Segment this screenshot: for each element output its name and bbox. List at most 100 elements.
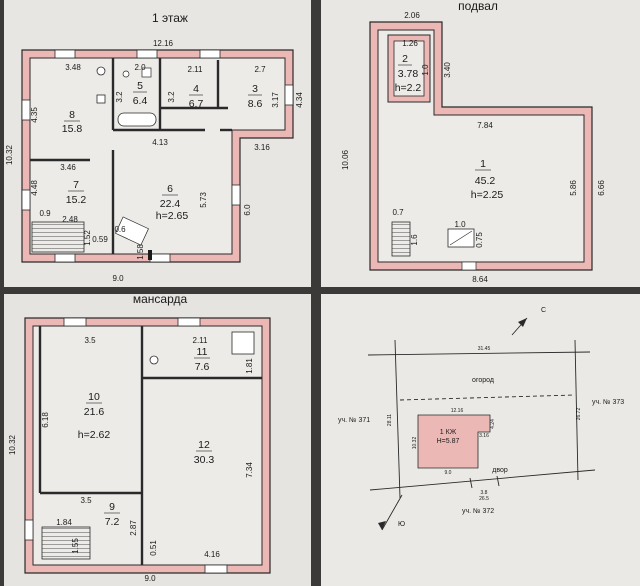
dim-b-784: 7.84 [477, 121, 493, 130]
paper-siteplan [321, 294, 640, 586]
site-plot-371: уч. № 371 [338, 417, 370, 424]
site-north-label: С [541, 307, 546, 314]
dim-f1-27: 2.7 [254, 65, 266, 74]
site-dim-house-l: 10.32 [412, 437, 418, 450]
room-12-num: 12 [198, 439, 210, 451]
site-dim-left: 28.11 [387, 414, 393, 426]
room-4-num: 4 [193, 83, 199, 95]
dim-a-734: 7.34 [245, 462, 254, 478]
dim-b-10b: 1.0 [454, 220, 466, 229]
room-9-area: 7.2 [105, 516, 120, 528]
site-dim-house-s: 3.16 [479, 433, 489, 439]
washbasin-icon [141, 67, 152, 78]
site-building-label: 1 КЖ [440, 429, 457, 436]
dim-f1-60: 6.0 [243, 204, 252, 216]
site-house-footprint [417, 414, 491, 469]
dim-a-181: 1.81 [245, 358, 254, 374]
site-dim-bottom: 26.5 [479, 496, 489, 502]
room-b2-height: h=2.2 [395, 82, 422, 94]
room-11-area: 7.6 [195, 361, 210, 373]
toilet-icon [122, 70, 130, 78]
dim-a-bottom: 9.0 [144, 574, 156, 583]
dim-f1-348: 3.48 [65, 63, 81, 72]
dim-f1-317: 3.17 [271, 92, 280, 108]
site-boundaries [367, 317, 596, 531]
room-3-area: 8.6 [248, 98, 263, 110]
panel-basement: подвал 2.06 1.26 7.84 8.64 0.7 1.0 10.06… [321, 0, 640, 287]
floor1-windows [21, 49, 294, 263]
basement-stairs [391, 221, 411, 257]
dim-b-07: 0.7 [392, 208, 404, 217]
dim-b-340: 3.40 [443, 62, 452, 78]
basement-room2 [393, 40, 425, 97]
dim-b-126: 1.26 [402, 39, 418, 48]
room-8-area: 15.8 [62, 123, 83, 135]
attic-windows [24, 317, 228, 574]
dim-b-left: 10.06 [341, 149, 350, 170]
sink-icon [96, 94, 106, 104]
dim-f1-32b: 3.2 [167, 91, 176, 103]
room-6-area: 22.4 [160, 198, 181, 210]
dim-f1-top: 12.16 [153, 39, 174, 48]
bathtub-icon [117, 112, 157, 127]
dim-f1-09: 0.9 [39, 209, 51, 218]
room-b2-area: 3.78 [398, 68, 419, 80]
room-6-height: h=2.65 [156, 210, 189, 222]
room-10-area: 21.6 [84, 406, 105, 418]
attic-shower-icon [231, 331, 255, 355]
dim-f1-20: 2.0 [134, 63, 146, 72]
stove-icon [96, 66, 106, 76]
panel-floor1: 1 этаж [4, 0, 311, 287]
north-arrow-icon [518, 318, 527, 327]
floor1-dimensions: 12.16 3.48 2.0 2.11 2.7 3.46 4.13 3.16 9… [5, 39, 304, 283]
site-gate-marks [469, 475, 500, 489]
site-dim-gate: 3.8 [481, 490, 488, 496]
divider-horizontal [0, 287, 640, 294]
south-arrow-icon [378, 521, 386, 530]
room-b1-area: 45.2 [475, 175, 496, 187]
dim-a-35b: 3.5 [80, 496, 92, 505]
room-3-num: 3 [252, 83, 258, 95]
dim-f1-448: 4.48 [30, 180, 39, 196]
floor1-boiler [115, 216, 149, 246]
dim-a-184: 1.84 [56, 518, 72, 527]
dim-b-right: 6.66 [597, 180, 606, 196]
site-dimensions: 31.45 12.16 9.0 3.16 26.5 3.8 28.11 26.7… [387, 346, 582, 502]
dim-f1-435: 4.35 [30, 107, 39, 123]
room-b2-num: 2 [402, 53, 408, 65]
floor1-title: 1 этаж [152, 11, 188, 25]
dim-a-416: 4.16 [204, 550, 220, 559]
site-yard-label: двор [492, 467, 508, 474]
attic-toilet-icon [149, 355, 159, 365]
attic-internal-walls [38, 326, 262, 565]
site-dim-top: 31.45 [478, 346, 491, 352]
attic-stairs [41, 526, 91, 560]
dim-f1-346: 3.46 [60, 163, 76, 172]
dim-f1-158: 1.58 [136, 244, 145, 260]
dim-a-left: 10.32 [8, 434, 17, 455]
room-6-num: 6 [167, 183, 173, 195]
panel-siteplan: С Ю огород двор 1 КЖ Н=5.87 уч. № 371 уч… [321, 294, 640, 586]
site-plot-373: уч. № 373 [592, 399, 624, 406]
dim-f1-152: 1.52 [83, 230, 92, 246]
dim-f1-left: 10.32 [5, 144, 14, 165]
dim-a-211: 2.11 [193, 336, 209, 345]
site-plot-372: уч. № 372 [462, 508, 494, 515]
dim-f1-316: 3.16 [254, 143, 270, 152]
dim-a-35a: 3.5 [84, 336, 96, 345]
dim-f1-434: 4.34 [295, 92, 304, 108]
dim-f1-32a: 3.2 [115, 91, 124, 103]
basement-window [461, 261, 477, 271]
floor1-stairs [31, 221, 85, 253]
dim-f1-211: 2.11 [188, 65, 204, 74]
attic-title: мансарда [133, 292, 188, 306]
basement-room-labels: 2 3.78 h=2.2 1 45.2 h=2.25 [395, 53, 504, 201]
room-b1-num: 1 [480, 158, 486, 170]
room-7-num: 7 [73, 179, 79, 191]
dim-a-155: 1.55 [71, 538, 80, 554]
dim-f1-059: 0.59 [92, 235, 108, 244]
site-labels: С Ю огород двор 1 КЖ Н=5.87 уч. № 371 уч… [338, 307, 624, 528]
site-south-label: Ю [398, 521, 405, 528]
attic-room-labels: 11 7.6 10 21.6 h=2.62 12 30.3 9 7.2 [78, 346, 215, 528]
